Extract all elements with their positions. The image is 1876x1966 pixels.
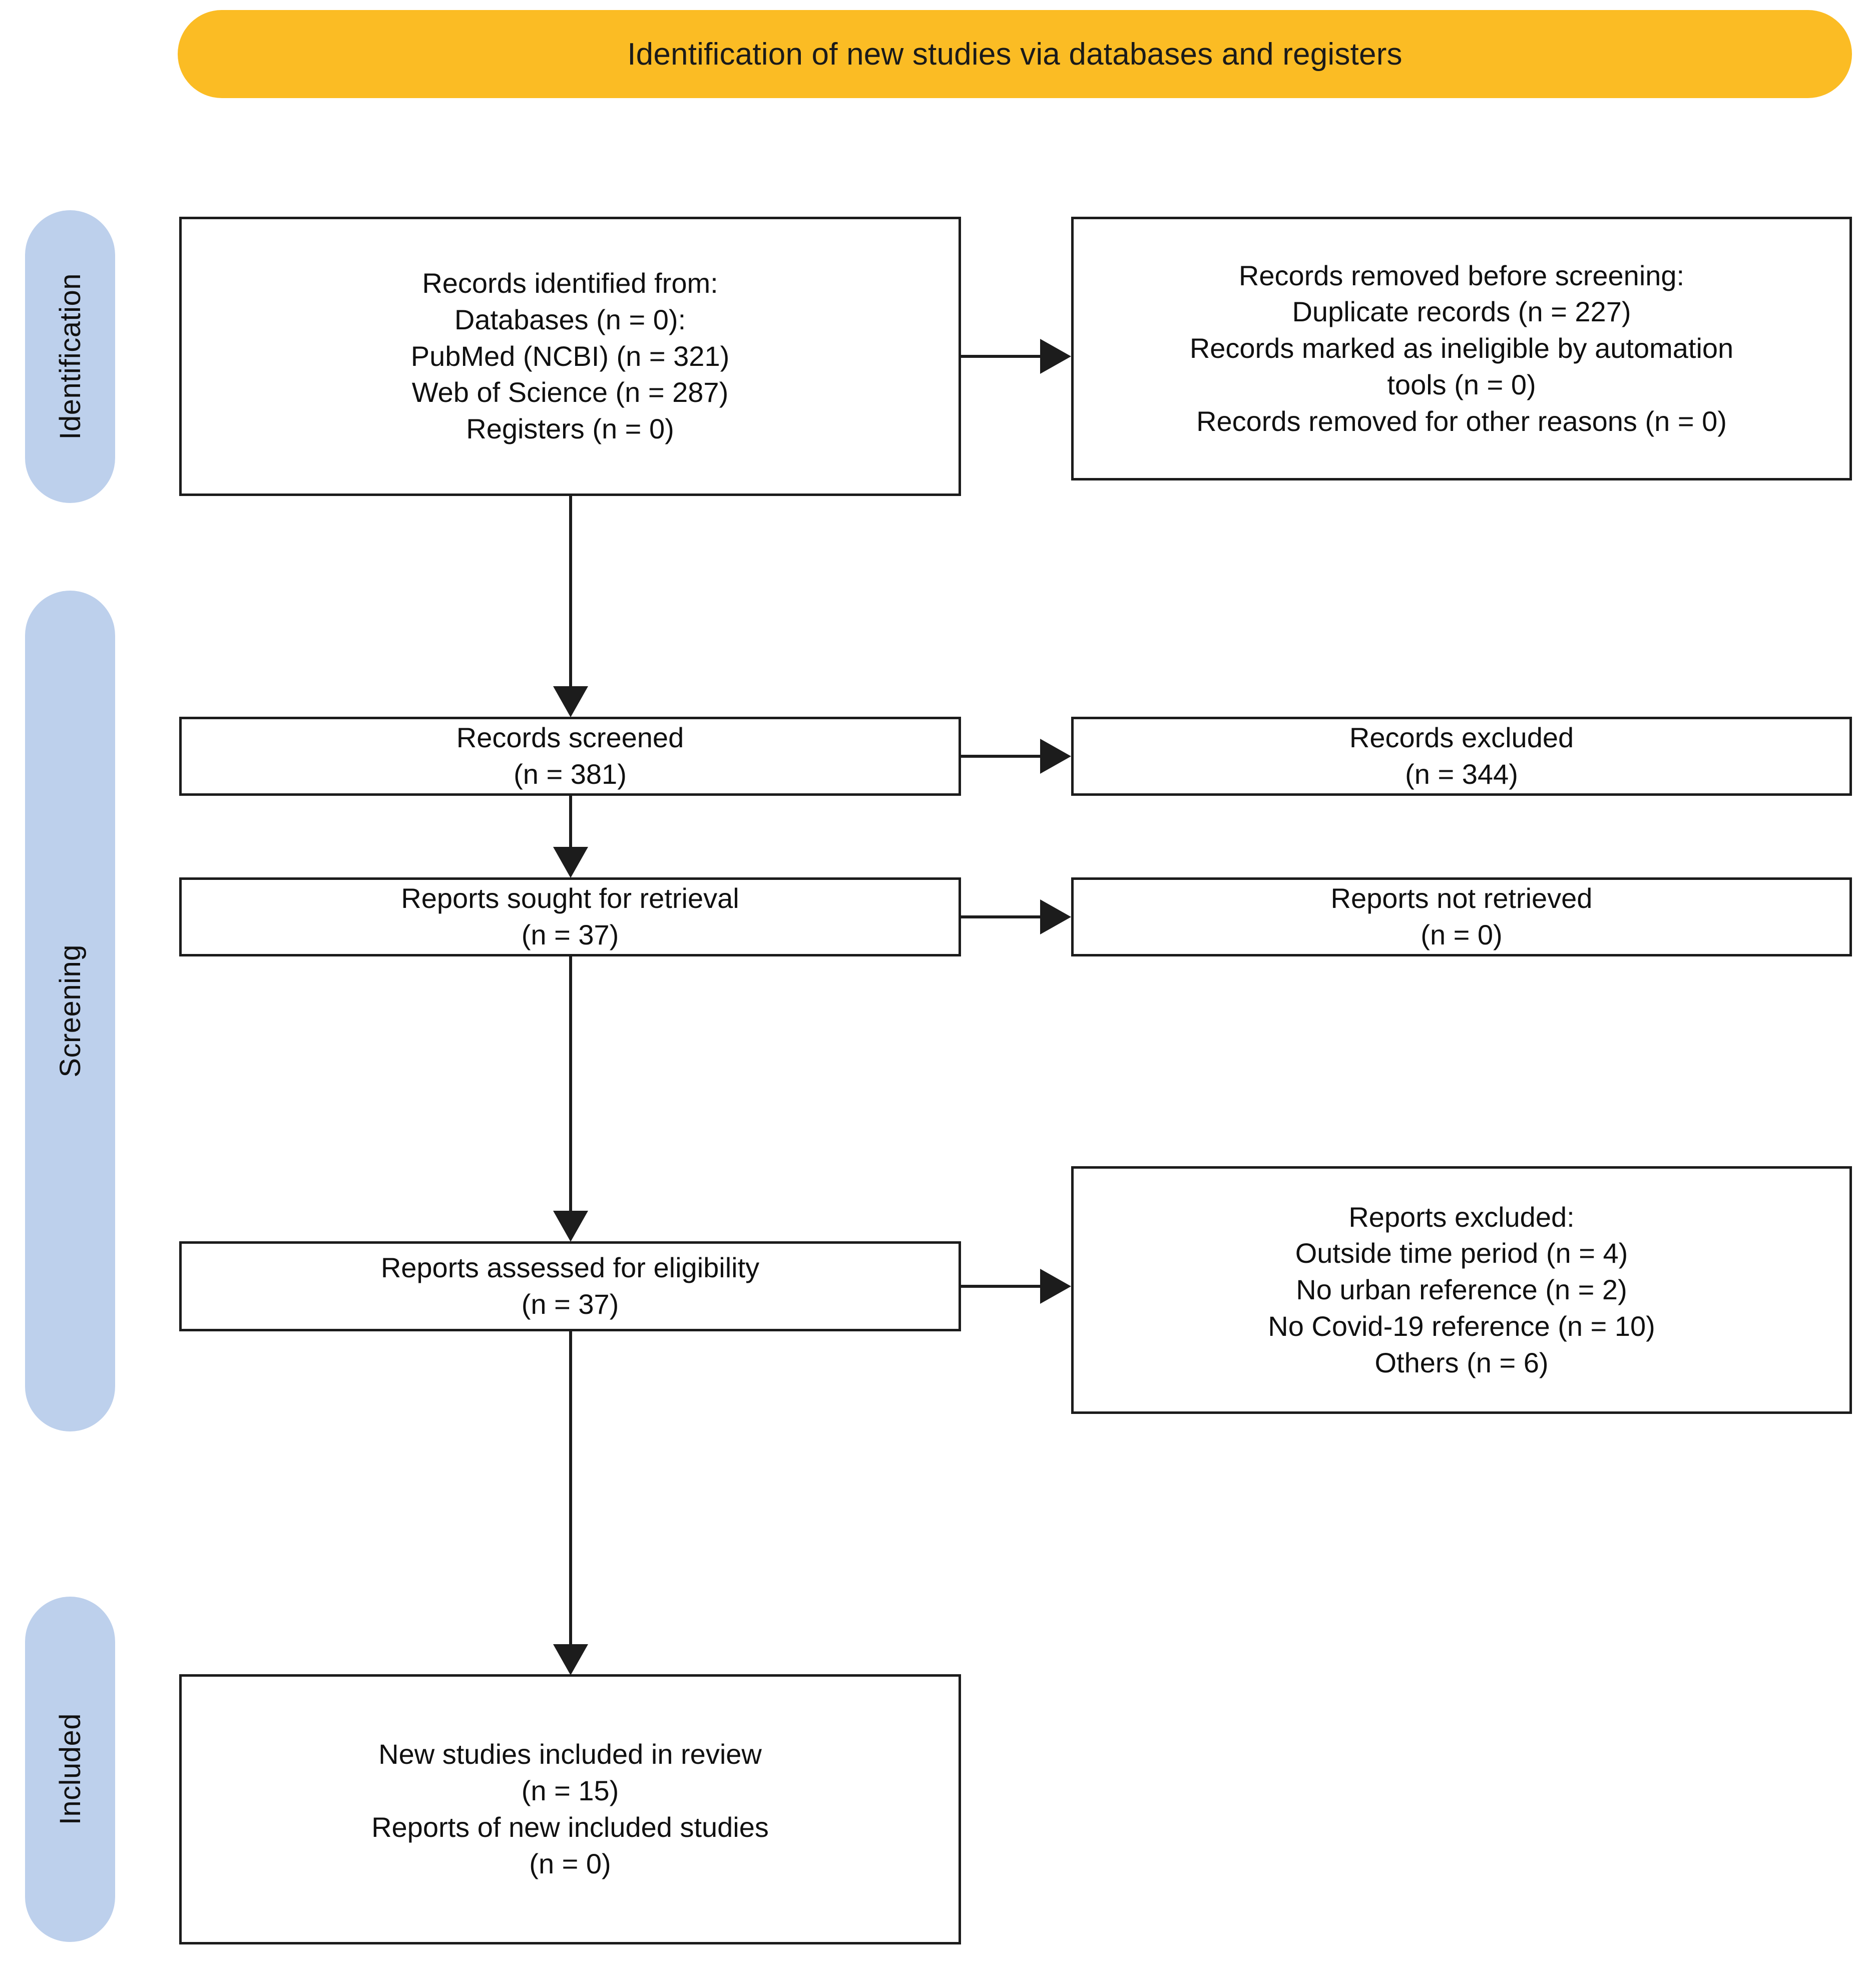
box-records-removed: Records removed before screening: Duplic…: [1071, 217, 1852, 480]
box-line: Databases (n = 0):: [454, 303, 686, 335]
box-line: (n = 37): [521, 919, 619, 950]
box-records-screened: Records screened (n = 381): [179, 717, 961, 796]
connector-screened-to-sought: [569, 796, 572, 847]
stage-label-included-text: Included: [54, 1713, 87, 1825]
box-line: Records identified from:: [422, 267, 718, 299]
stage-label-identification-text: Identification: [54, 273, 87, 440]
stage-label-screening-text: Screening: [54, 944, 87, 1078]
box-line: Records excluded: [1349, 722, 1574, 754]
arrowhead-down-icon: [553, 847, 588, 878]
arrowhead-right-icon: [1040, 899, 1071, 934]
connector-sought-to-notretrieved: [961, 915, 1041, 918]
box-line: (n = 381): [514, 758, 627, 790]
box-reports-not-retrieved: Reports not retrieved (n = 0): [1071, 877, 1852, 956]
box-line: Records removed before screening:: [1238, 259, 1685, 291]
box-reports-assessed: Reports assessed for eligibility (n = 37…: [179, 1241, 961, 1331]
box-line: No Covid-19 reference (n = 10): [1268, 1310, 1655, 1342]
box-line: tools (n = 0): [1387, 368, 1536, 400]
box-records-excluded: Records excluded (n = 344): [1071, 717, 1852, 796]
box-line: (n = 0): [1421, 919, 1503, 950]
box-line: Reports of new included studies: [371, 1811, 769, 1843]
box-reports-sought: Reports sought for retrieval (n = 37): [179, 877, 961, 956]
box-line: (n = 15): [521, 1775, 619, 1807]
page-title: Identification of new studies via databa…: [627, 37, 1402, 72]
box-line: Reports sought for retrieval: [401, 882, 739, 914]
connector-assessed-to-included: [569, 1331, 572, 1644]
box-line: Registers (n = 0): [466, 413, 674, 445]
connector-identified-to-screened: [569, 496, 572, 686]
stage-label-included: Included: [25, 1597, 115, 1942]
box-line: Others (n = 6): [1374, 1346, 1549, 1378]
box-line: (n = 344): [1405, 758, 1518, 790]
connector-identified-to-removed: [961, 355, 1041, 358]
box-line: (n = 0): [529, 1847, 611, 1879]
box-line: New studies included in review: [378, 1738, 762, 1770]
box-line: Records marked as ineligible by automati…: [1189, 332, 1734, 364]
box-line: PubMed (NCBI) (n = 321): [410, 340, 730, 372]
arrowhead-down-icon: [553, 1211, 588, 1242]
box-line: Duplicate records (n = 227): [1292, 296, 1631, 328]
box-records-identified: Records identified from: Databases (n = …: [179, 217, 961, 496]
connector-sought-to-assessed: [569, 956, 572, 1211]
stage-label-identification: Identification: [25, 210, 115, 503]
arrowhead-down-icon: [553, 686, 588, 717]
box-line: Records removed for other reasons (n = 0…: [1196, 405, 1727, 437]
box-line: (n = 37): [521, 1288, 619, 1320]
diagram-header-banner: Identification of new studies via databa…: [178, 10, 1852, 98]
box-line: Reports excluded:: [1348, 1201, 1575, 1233]
connector-assessed-to-reportsexcluded: [961, 1285, 1041, 1288]
box-reports-excluded: Reports excluded: Outside time period (n…: [1071, 1166, 1852, 1414]
box-line: No urban reference (n = 2): [1296, 1274, 1627, 1306]
stage-label-screening: Screening: [25, 591, 115, 1431]
box-line: Records screened: [456, 722, 684, 754]
arrowhead-right-icon: [1040, 1269, 1071, 1304]
arrowhead-right-icon: [1040, 739, 1071, 774]
connector-screened-to-excluded: [961, 755, 1041, 758]
box-line: Reports assessed for eligibility: [380, 1252, 760, 1284]
arrowhead-right-icon: [1040, 339, 1071, 374]
box-new-studies-included: New studies included in review (n = 15) …: [179, 1674, 961, 1944]
arrowhead-down-icon: [553, 1644, 588, 1675]
box-line: Reports not retrieved: [1330, 882, 1593, 914]
box-line: Web of Science (n = 287): [411, 376, 729, 408]
box-line: Outside time period (n = 4): [1295, 1237, 1628, 1269]
